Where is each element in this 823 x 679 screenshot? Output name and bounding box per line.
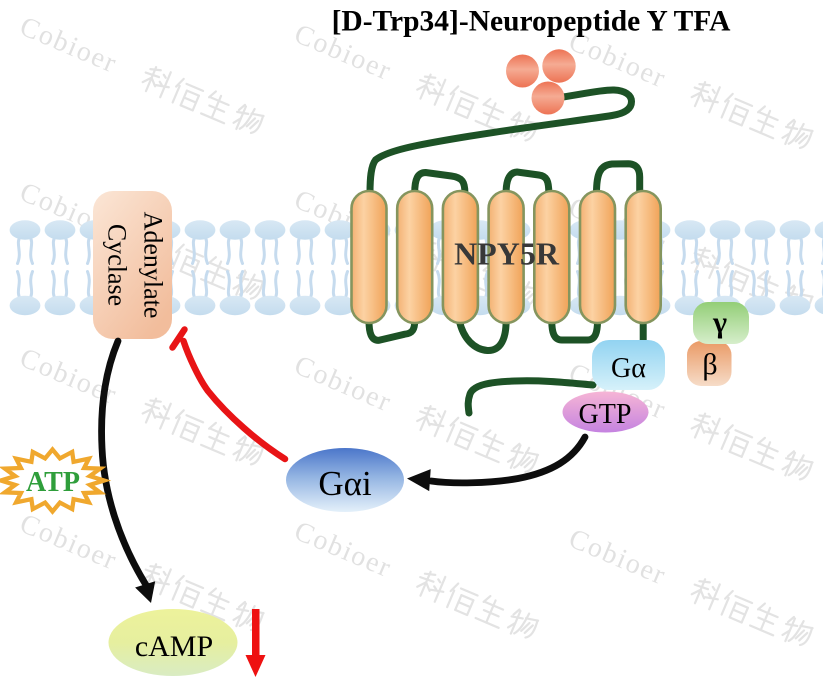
svg-text:Adenylate: Adenylate <box>139 212 168 319</box>
svg-text:β: β <box>702 348 717 381</box>
svg-text:NPY5R: NPY5R <box>454 236 560 272</box>
svg-text:ATP: ATP <box>26 467 80 498</box>
svg-text:GTP: GTP <box>579 399 632 430</box>
svg-text:γ: γ <box>712 306 727 339</box>
svg-text:Gα: Gα <box>611 353 646 384</box>
svg-text:Cyclase: Cyclase <box>103 224 132 306</box>
svg-text:cAMP: cAMP <box>135 630 213 663</box>
svg-text:[D-Trp34]-Neuropeptide Y TFA: [D-Trp34]-Neuropeptide Y TFA <box>332 6 731 38</box>
svg-text:Gαi: Gαi <box>318 464 372 503</box>
